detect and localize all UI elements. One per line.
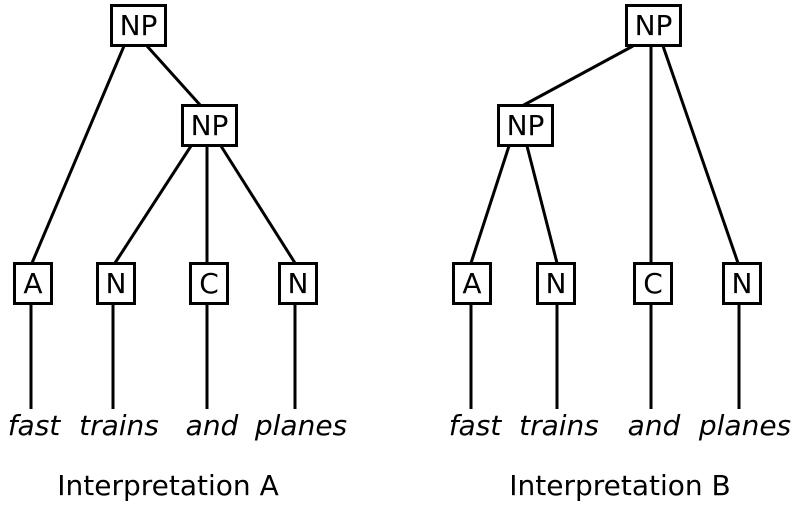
tree-b-leaf-adjective: A bbox=[452, 262, 492, 305]
tree-a-word-trains: trains bbox=[79, 409, 159, 442]
tree-a-leaf-noun-1: N bbox=[96, 262, 136, 305]
tree-a-leaf-adjective: A bbox=[13, 262, 53, 305]
tree-a-caption: Interpretation A bbox=[57, 469, 279, 502]
tree-b-inner-np-node: NP bbox=[497, 104, 554, 147]
tree-b-word-planes: planes bbox=[698, 409, 792, 442]
tree-a-root-np-node: NP bbox=[110, 4, 167, 47]
tree-b-word-trains: trains bbox=[519, 409, 599, 442]
tree-a-word-fast: fast bbox=[7, 409, 61, 442]
tree-a-word-and: and bbox=[185, 409, 239, 442]
tree-a-leaf-noun-2: N bbox=[278, 262, 318, 305]
tree-a-word-planes: planes bbox=[254, 409, 348, 442]
edge-b-root-to-np bbox=[521, 44, 634, 108]
tree-b-word-and: and bbox=[627, 409, 681, 442]
edge-b-np-to-N1 bbox=[525, 145, 559, 264]
edge-b-root-to-N2 bbox=[661, 45, 740, 264]
tree-a-inner-np-node: NP bbox=[181, 104, 238, 147]
tree-b-leaf-noun-2: N bbox=[722, 262, 762, 305]
tree-b-root-np-node: NP bbox=[625, 4, 682, 47]
tree-b-word-fast: fast bbox=[448, 409, 502, 442]
edge-a-root-to-np bbox=[145, 44, 203, 108]
tree-b-leaf-conjunction: C bbox=[633, 262, 673, 305]
tree-b-caption: Interpretation B bbox=[509, 469, 731, 502]
edge-a-np-to-N2 bbox=[219, 145, 297, 264]
tree-b-leaf-noun-1: N bbox=[536, 262, 576, 305]
edge-a-np-to-N1 bbox=[113, 145, 193, 264]
edge-a-root-to-A bbox=[30, 45, 126, 264]
edge-b-np-to-A bbox=[469, 145, 511, 264]
tree-a-leaf-conjunction: C bbox=[189, 262, 229, 305]
